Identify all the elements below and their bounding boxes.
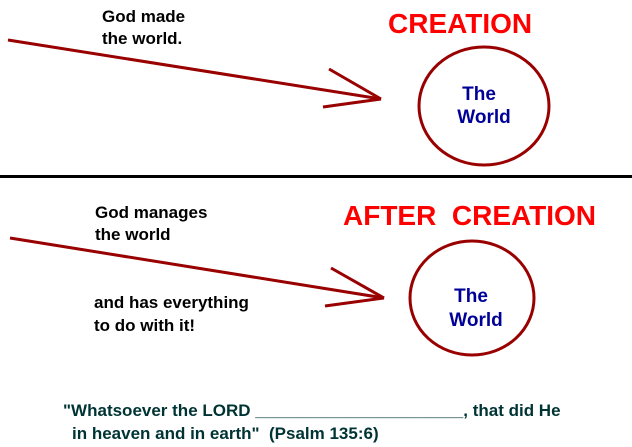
- creation-title: CREATION: [388, 8, 532, 39]
- after-creation-section: God manages the world and has everything…: [9, 200, 596, 357]
- after-caption2-line1: and has everything: [94, 293, 249, 312]
- creation-caption-line2: the world.: [102, 29, 182, 48]
- world-circle: [417, 45, 551, 167]
- world-label-line1: The: [462, 84, 496, 105]
- world2-label-line1: The: [454, 286, 488, 307]
- world-circle-2: [408, 239, 536, 357]
- divider: [0, 175, 632, 178]
- scripture-quote: "Whatsoever the LORD ___________________…: [63, 401, 561, 443]
- after-creation-arrow: [9, 236, 385, 308]
- after-caption-line2: the world: [95, 225, 171, 244]
- creation-arrow: [7, 38, 382, 109]
- world-label-line2: World: [457, 107, 510, 128]
- after-caption-line1: God manages: [95, 203, 207, 222]
- creation-caption-line1: God made: [102, 7, 185, 26]
- quote-line1: "Whatsoever the LORD ___________________…: [63, 401, 561, 420]
- quote-line2: in heaven and in earth" (Psalm 135:6): [72, 424, 379, 443]
- world2-label-line2: World: [449, 310, 502, 331]
- after-creation-title: AFTER CREATION: [343, 200, 596, 231]
- creation-section: God made the world. CREATION The World: [7, 7, 551, 167]
- after-caption2-line2: to do with it!: [94, 316, 195, 335]
